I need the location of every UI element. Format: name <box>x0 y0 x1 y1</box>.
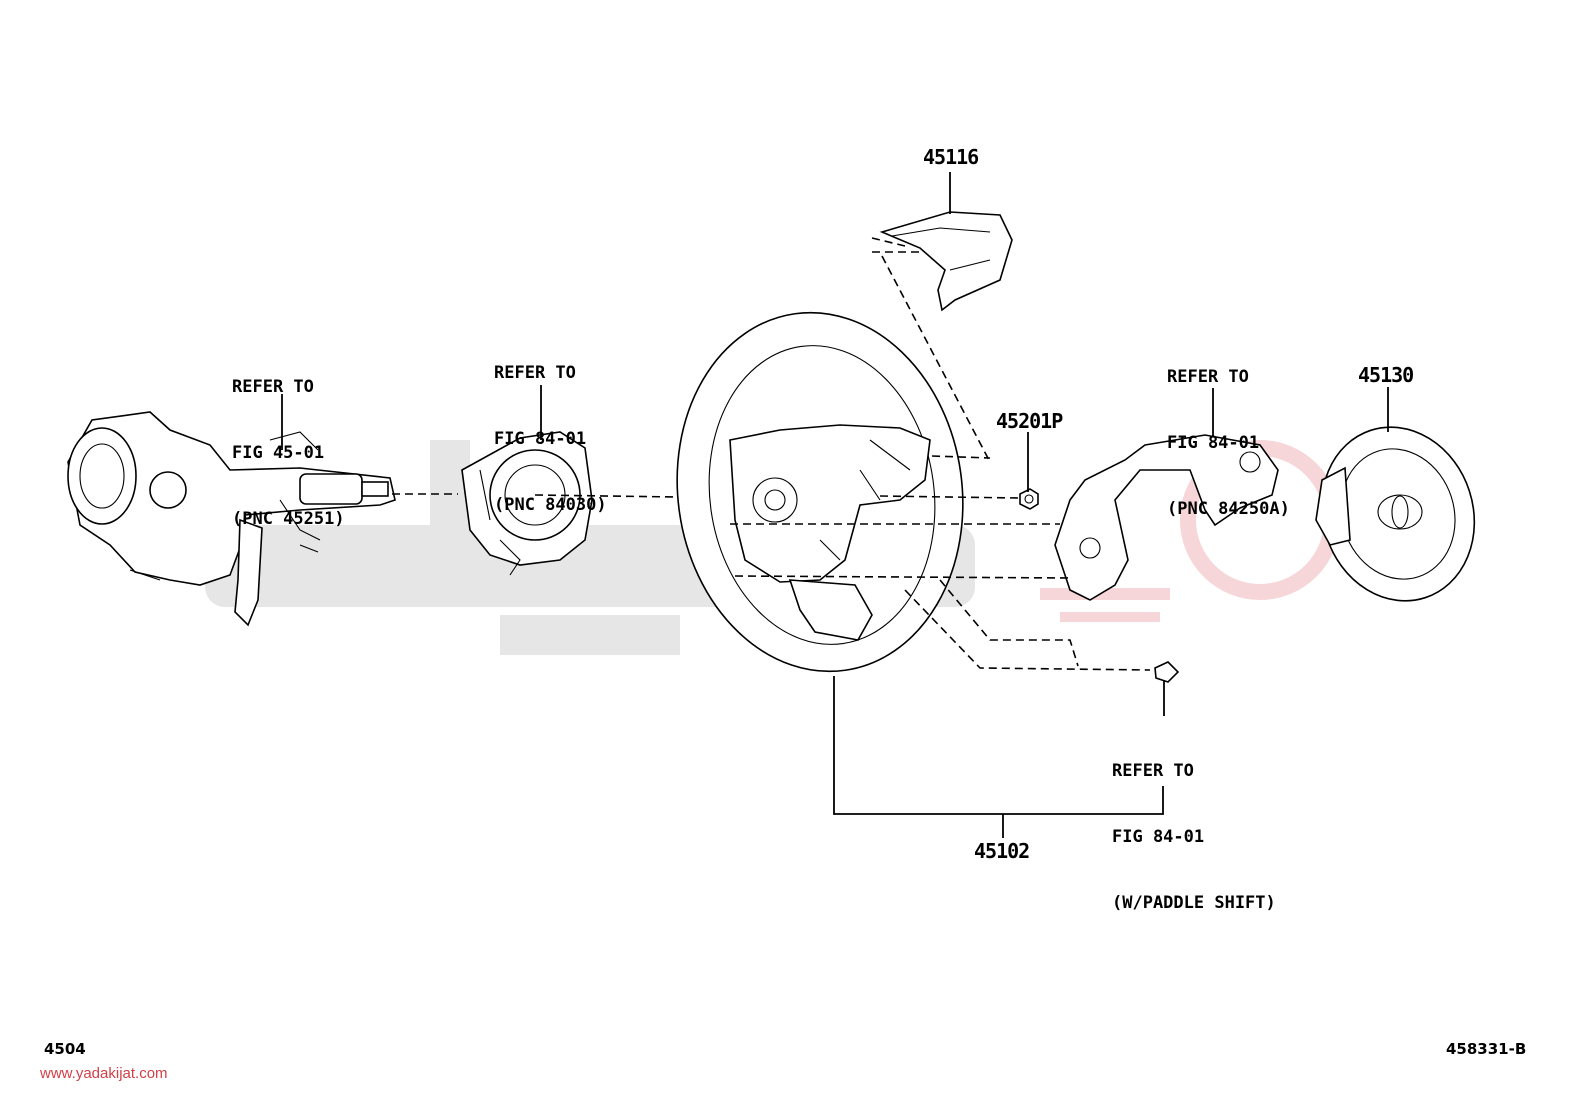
ref-label-steering-column: REFER TO FIG 45-01 (PNC 45251) <box>232 332 345 552</box>
ref-label-steering-switch: REFER TO FIG 84-01 (PNC 84250A) <box>1167 322 1290 542</box>
part-number-45102: 45102 <box>974 839 1030 863</box>
ref-label-spiral-cable: REFER TO FIG 84-01 (PNC 84030) <box>494 318 607 538</box>
page-code: 4504 <box>44 1040 86 1058</box>
cover-45116-drawing <box>879 211 1013 312</box>
ref-line: (W/PADDLE SHIFT) <box>1112 893 1276 913</box>
ref-line: REFER TO <box>1112 761 1194 781</box>
part-number-45130: 45130 <box>1358 363 1414 387</box>
ref-line: FIG 45-01 <box>232 443 325 463</box>
part-number-45116: 45116 <box>923 145 979 169</box>
steering-switch-drawing <box>1054 434 1279 601</box>
website-watermark-text: www.yadakijat.com <box>40 1065 168 1082</box>
assembly-dashed-lines <box>392 237 1151 671</box>
nut-45201p-drawing <box>1019 488 1039 510</box>
ref-line: (PNC 84030) <box>494 495 607 515</box>
steering-column-drawing <box>67 411 396 627</box>
steering-wheel-drawing <box>676 311 964 673</box>
paddle-screw-drawing <box>1154 661 1180 683</box>
ref-label-paddle-shift: REFER TO FIG 84-01 (W/PADDLE SHIFT) <box>1112 716 1276 936</box>
leader-lines <box>281 172 1389 838</box>
ref-line: (PNC 84250A) <box>1167 499 1290 519</box>
ref-line: REFER TO <box>494 363 576 383</box>
ref-line: REFER TO <box>232 377 314 397</box>
ref-line: FIG 84-01 <box>1167 433 1260 453</box>
ref-line: FIG 84-01 <box>1112 827 1205 847</box>
part-number-45201p: 45201P <box>996 409 1063 433</box>
ref-line: REFER TO <box>1167 367 1249 387</box>
ref-line: (PNC 45251) <box>232 509 345 529</box>
figure-code: 458331-B <box>1446 1040 1527 1058</box>
airbag-45130-drawing <box>1315 426 1476 602</box>
ref-line: FIG 84-01 <box>494 429 587 449</box>
